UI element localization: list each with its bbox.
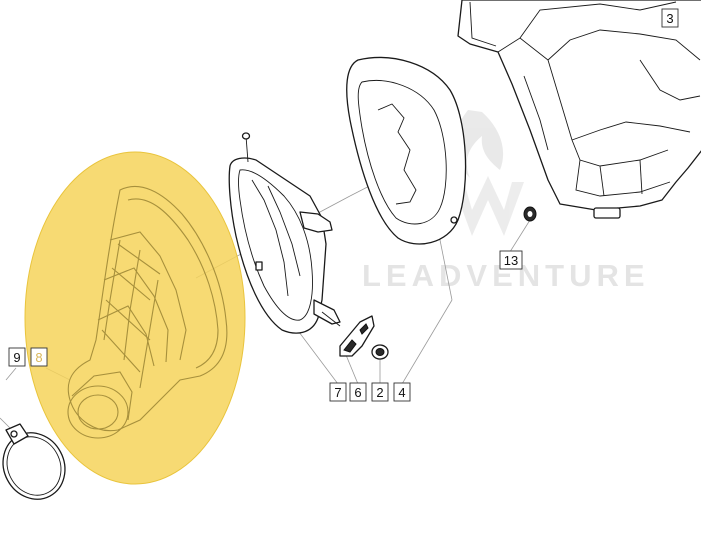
- callout-8-label: 8: [35, 350, 42, 365]
- callout-4-label: 4: [398, 385, 405, 400]
- watermark-w-logo: [452, 176, 524, 236]
- callout-6-label: 6: [354, 385, 361, 400]
- callout-3[interactable]: 3: [661, 8, 679, 28]
- callout-7-label: 7: [334, 385, 341, 400]
- callout-13-label: 13: [504, 253, 518, 268]
- nut-part-13: [523, 206, 537, 222]
- callout-7[interactable]: 7: [329, 382, 347, 402]
- filter-frame-part-4: [346, 56, 467, 245]
- airbox-housing: [457, 0, 701, 219]
- callout-2[interactable]: 2: [371, 382, 389, 402]
- filter-cage-part-7: [228, 132, 341, 334]
- callout-2-label: 2: [376, 385, 383, 400]
- callout-13[interactable]: 13: [499, 250, 523, 270]
- callout-3-label: 3: [666, 11, 673, 26]
- highlight-ellipse: [24, 151, 246, 485]
- callout-6[interactable]: 6: [349, 382, 367, 402]
- callout-4[interactable]: 4: [393, 382, 411, 402]
- callout-8-highlighted[interactable]: 8: [30, 347, 48, 367]
- callout-9[interactable]: 9: [8, 347, 26, 367]
- highlighted-intake-boot-part-8[interactable]: [24, 151, 246, 485]
- nut-part-2: [371, 344, 389, 360]
- watermark-flame-logo: [454, 110, 504, 178]
- callout-9-label: 9: [13, 350, 20, 365]
- hose-clamp-part-9: [2, 423, 66, 500]
- intake-boot-drawing: [67, 185, 228, 439]
- bracket-part-6: [339, 315, 375, 357]
